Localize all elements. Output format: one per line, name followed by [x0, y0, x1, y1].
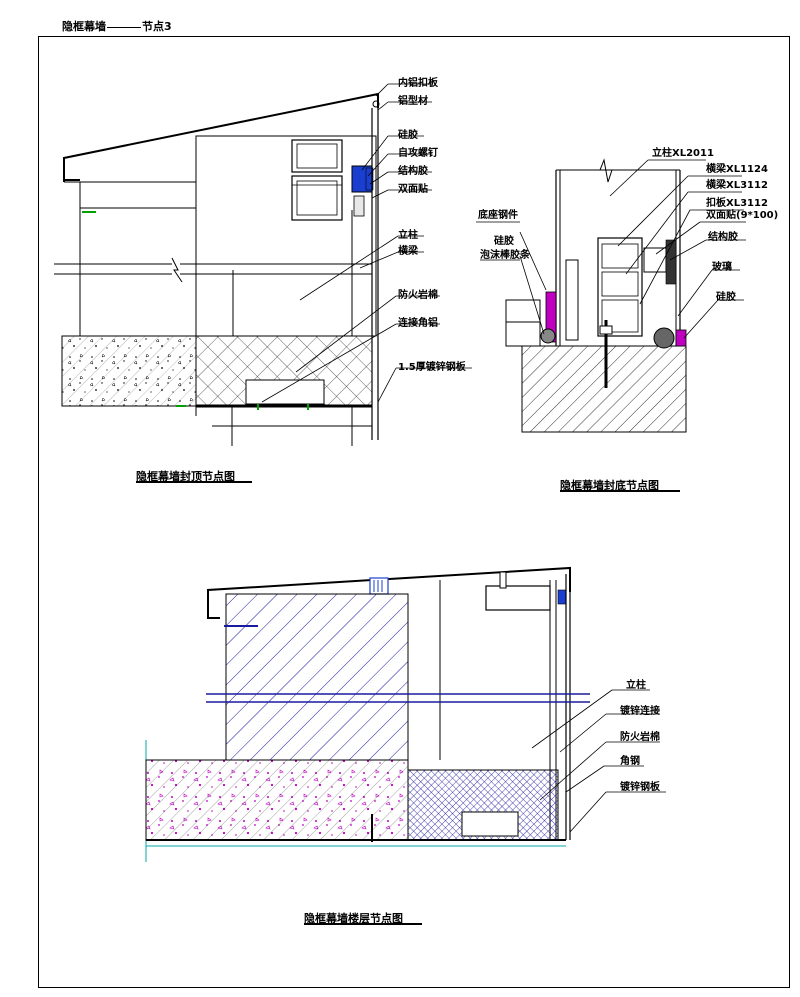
d1-label-3: 自攻螺钉: [398, 148, 438, 159]
sheet-title-right: 节点3: [142, 20, 172, 33]
d1-label-9: 连接角铝: [398, 318, 438, 329]
d2-label-9: 玻璃: [712, 262, 732, 273]
drawing-frame: [38, 36, 790, 988]
d1-label-1: 铝型材: [398, 96, 428, 107]
d2-label-5: 横梁XL3112: [706, 180, 768, 191]
d3-caption: 隐框幕墙楼层节点图: [304, 912, 403, 925]
d1-label-4: 结构胶: [398, 166, 428, 177]
d1-caption: 隐框幕墙封顶节点图: [136, 470, 235, 483]
d3-label-1: 镀锌连接: [620, 706, 660, 717]
d2-label-1: 底座钢件: [478, 210, 518, 221]
d3-label-4: 镀锌钢板: [620, 782, 660, 793]
sheet-title-left: 隐框幕墙: [62, 20, 106, 33]
d1-label-2: 硅胶: [398, 130, 418, 141]
top-closure-detail: [54, 83, 472, 483]
d2-label-8: 结构胶: [708, 232, 738, 243]
d2-caption: 隐框幕墙封底节点图: [560, 479, 659, 492]
d3-label-3: 角钢: [620, 756, 640, 767]
title-dash: [107, 26, 141, 28]
cap-flashing: [63, 92, 379, 181]
d1-label-10: 1.5厚镀锌钢板: [398, 362, 466, 373]
d2-label-10: 硅胶: [716, 292, 736, 303]
d1-label-6: 立柱: [398, 230, 418, 241]
floor-slab-detail: [145, 566, 666, 925]
d1-label-8: 防火岩棉: [398, 290, 438, 301]
d2-label-0: 立柱XL2011: [652, 148, 714, 159]
d2-label-4: 横梁XL1124: [706, 164, 768, 175]
sheet-title: 隐框幕墙 节点3: [62, 18, 172, 34]
d3-label-2: 防火岩棉: [620, 732, 660, 743]
d2-label-7: 双面贴(9*100): [706, 210, 779, 221]
bottom-closure-detail: [476, 158, 746, 492]
d1-label-0: 内铝扣板: [398, 78, 438, 89]
d2-label-2: 硅胶: [494, 236, 514, 247]
d2-label-3: 泡沫棒胶条: [480, 250, 530, 261]
d1-label-7: 横梁: [398, 246, 418, 257]
d1-label-5: 双面贴: [398, 184, 428, 195]
d2-label-6: 扣板XL3112: [706, 198, 768, 209]
d3-label-0: 立柱: [626, 680, 646, 691]
